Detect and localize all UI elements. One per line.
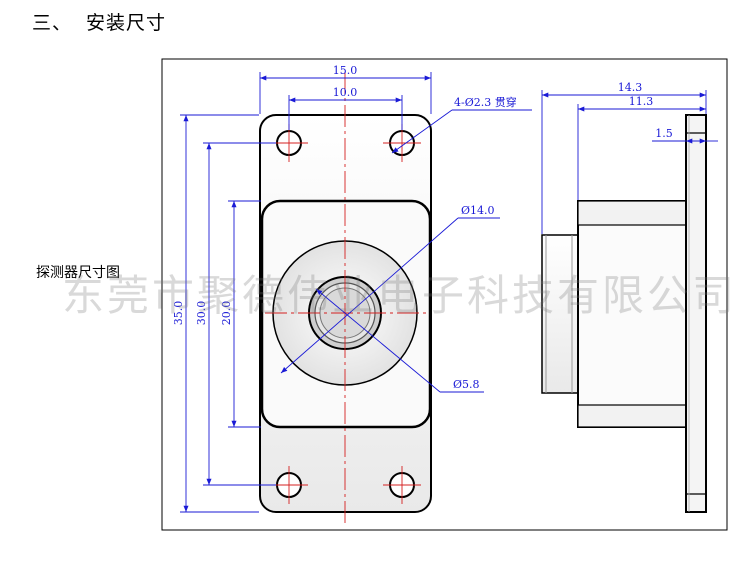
section-heading: 三、安装尺寸 — [32, 8, 166, 35]
lens-protrusion — [541, 234, 579, 394]
side-dimensions — [541, 90, 718, 234]
flange-side — [685, 114, 707, 513]
dim-width-inner: 10.0 — [333, 86, 358, 99]
dim-body-depth: 11.3 — [629, 95, 654, 108]
side-view: 14.3 11.3 1.5 — [541, 81, 718, 513]
dim-height-outer: 35.0 — [172, 301, 185, 326]
dim-diameter-small: Ø5.8 — [453, 378, 480, 391]
drawing-caption: 探测器尺寸图 — [36, 265, 120, 281]
front-view: 15.0 10.0 4-Ø2.3 贯穿 Ø14.0 Ø5.8 35.0 30.0… — [172, 64, 532, 527]
dim-total-depth: 14.3 — [618, 81, 643, 94]
front-dimensions — [180, 72, 532, 513]
section-title: 安装尺寸 — [86, 12, 167, 34]
drawing-frame — [161, 58, 728, 531]
dim-holes: 4-Ø2.3 贯穿 — [454, 95, 517, 109]
dim-flange-thickness: 1.5 — [655, 127, 673, 140]
dim-height-mid: 30.0 — [195, 301, 208, 326]
dim-diameter-large: Ø14.0 — [461, 204, 495, 217]
section-number: 三、 — [32, 12, 73, 34]
dim-width-outer: 15.0 — [333, 64, 358, 77]
dim-height-inner: 20.0 — [220, 301, 233, 326]
body-side — [577, 200, 687, 428]
